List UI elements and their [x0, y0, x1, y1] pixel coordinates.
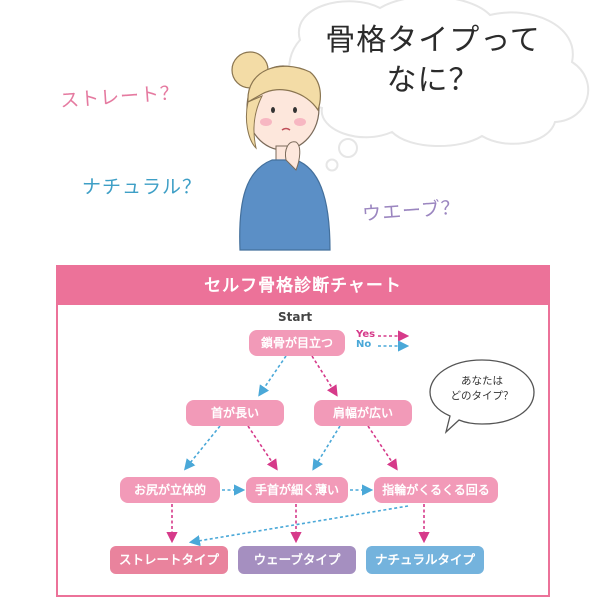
node-flat-hips: お尻が立体的	[120, 477, 220, 503]
start-label: Start	[278, 310, 313, 324]
bubble-title-line1: 骨格タイプって	[325, 23, 541, 58]
node-wide-shoulders: 肩幅が広い	[314, 400, 412, 426]
chart-title: セルフ骨格診断チャート	[58, 267, 548, 305]
result-straight: ストレートタイプ	[110, 546, 228, 574]
speech-line1: あなたは	[461, 375, 503, 387]
question-natural: ナチュラル？	[82, 176, 203, 198]
node-long-neck: 首が長い	[186, 400, 284, 426]
thought-bubble	[288, 0, 590, 172]
bubble-title-line2: なに？	[386, 63, 480, 98]
illustration-layer	[231, 0, 590, 251]
speech-line2: どのタイプ？	[450, 390, 514, 402]
legend-yes-label: Yes	[356, 329, 376, 340]
speech-text: あなたは どのタイプ？	[440, 374, 524, 404]
node-thin-wrists: 手首が細く薄い	[246, 477, 348, 503]
node-fingers: 指輪がくるくる回る	[374, 477, 498, 503]
result-wave: ウェーブタイプ	[238, 546, 356, 574]
woman-illustration	[231, 51, 331, 251]
result-natural: ナチュラルタイプ	[366, 546, 484, 574]
node-collarbone: 鎖骨が目立つ	[249, 330, 345, 356]
legend-no-label: No	[356, 339, 372, 350]
